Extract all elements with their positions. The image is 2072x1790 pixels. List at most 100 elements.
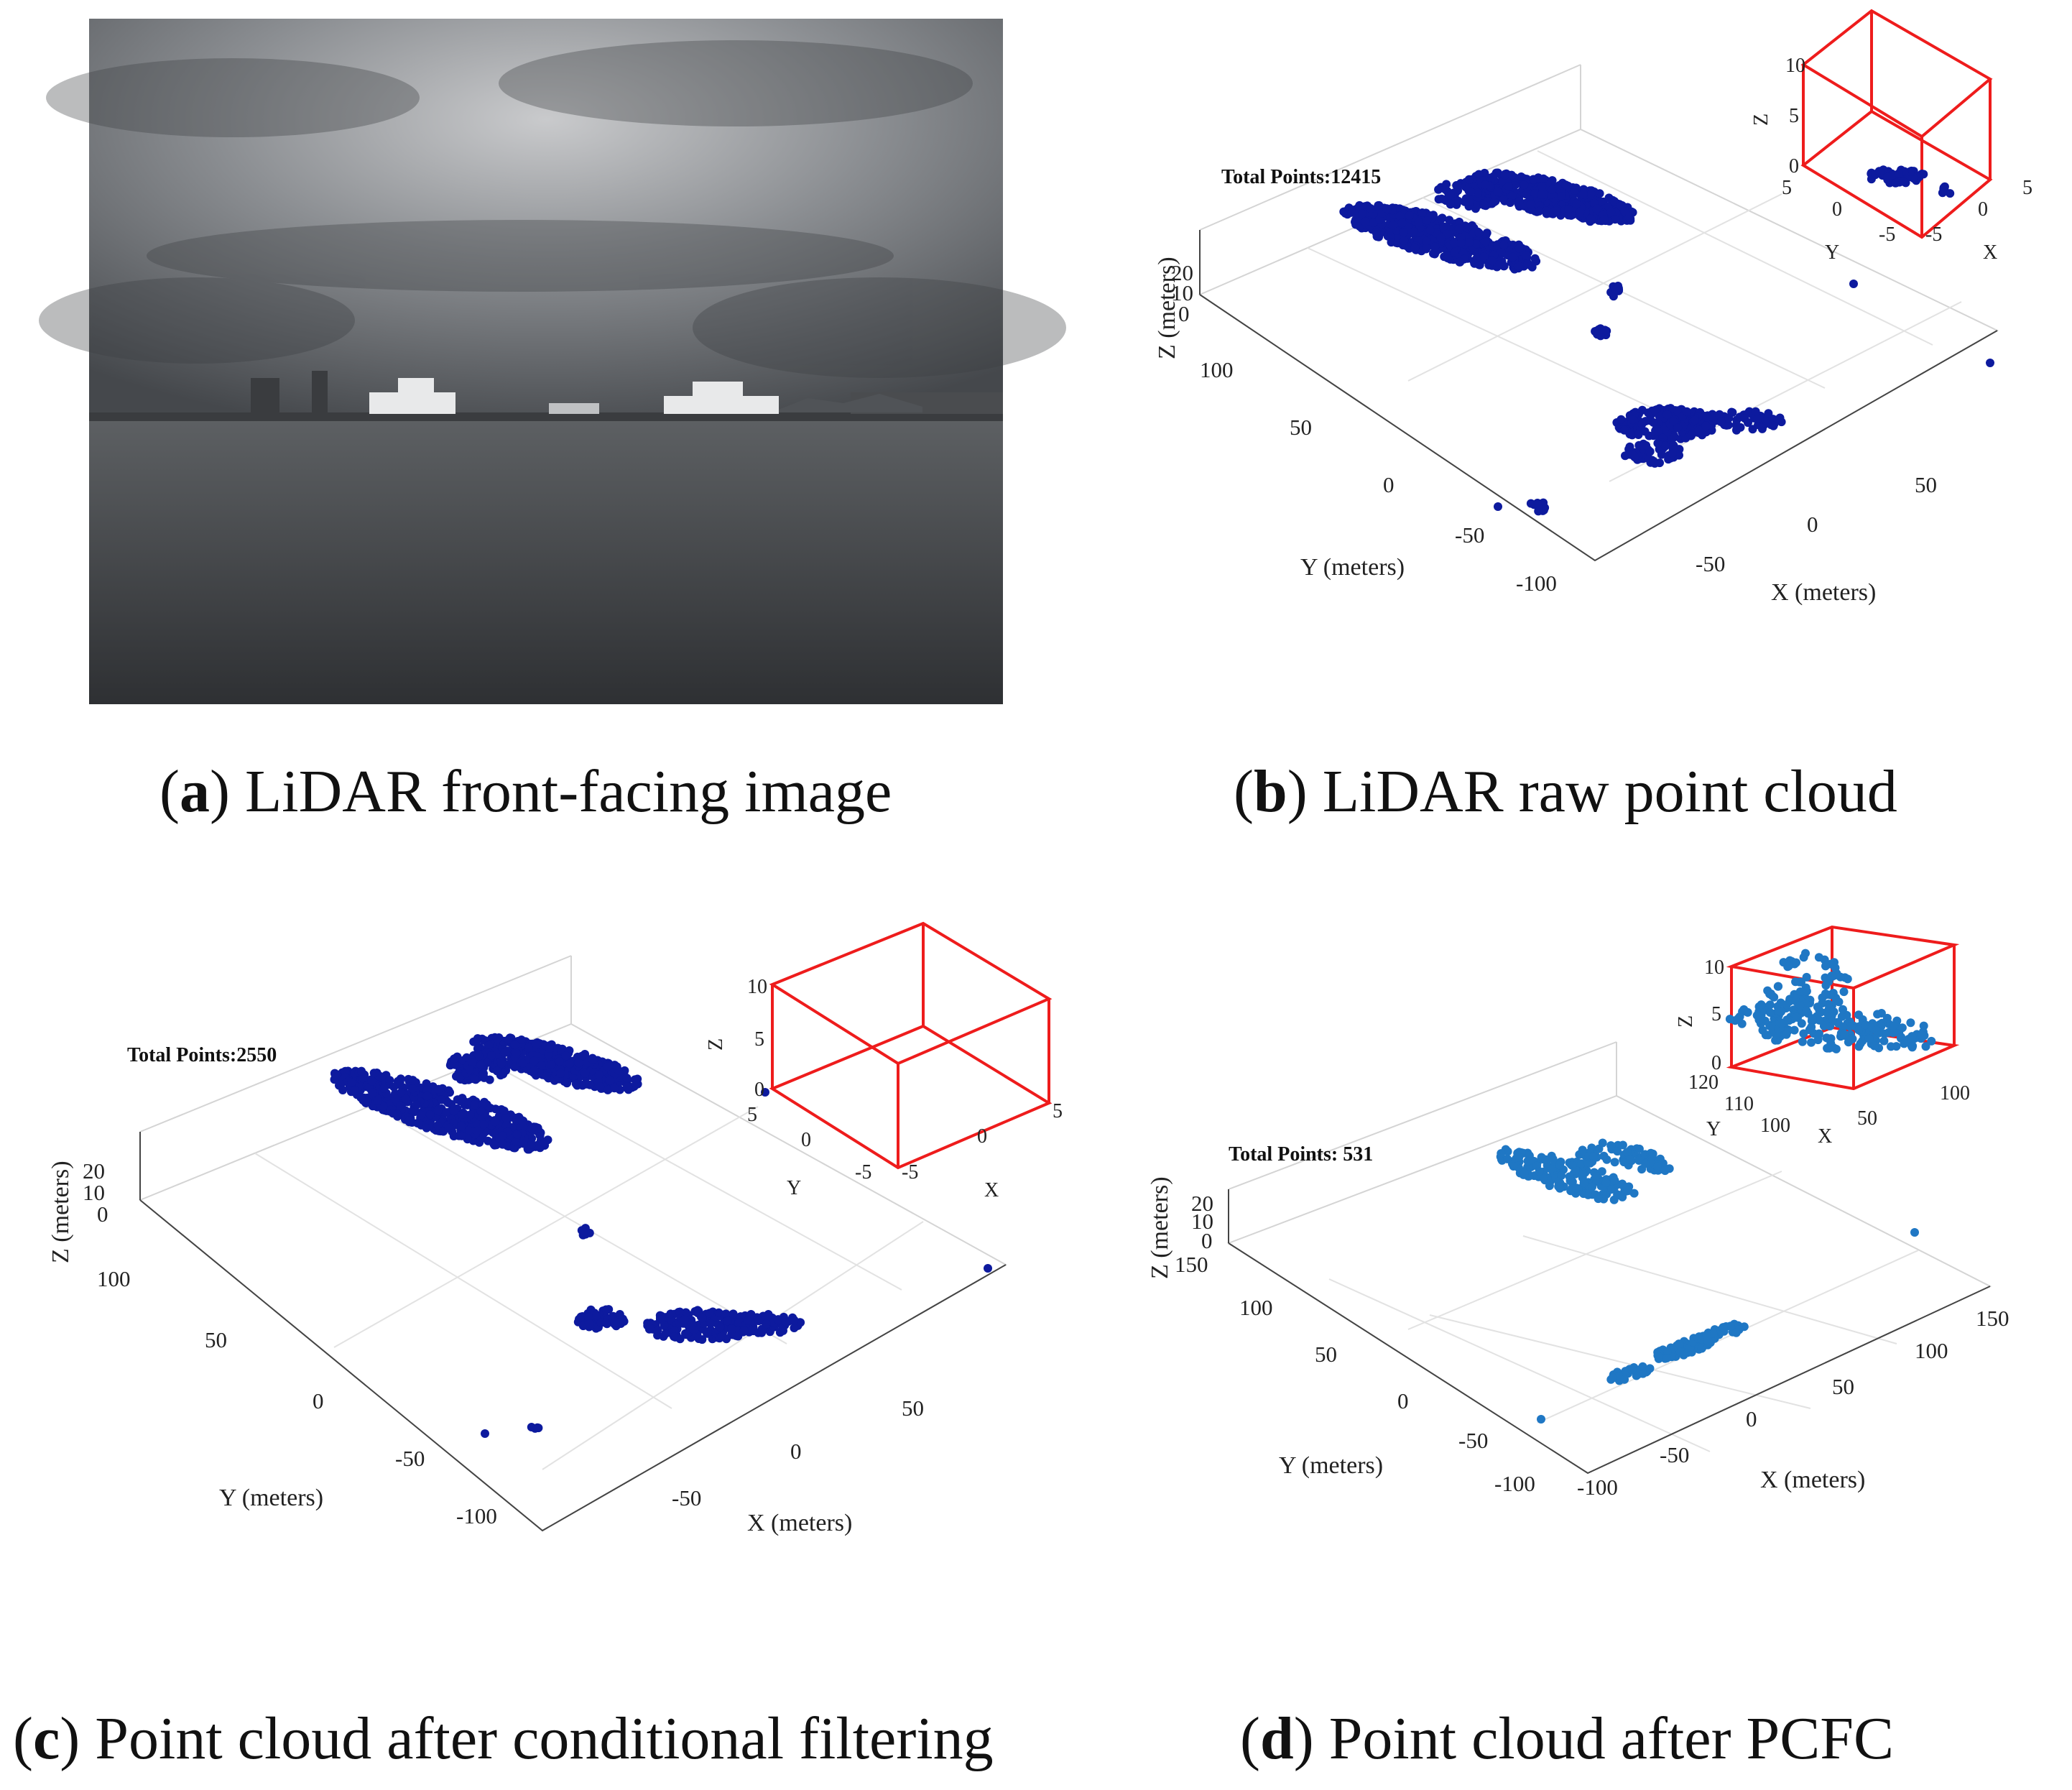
scatter-point — [347, 1078, 356, 1087]
scatter-point — [622, 1074, 632, 1083]
scatter-point — [1577, 1159, 1586, 1168]
scatter-point — [1609, 1195, 1619, 1204]
scatter-point — [984, 1264, 992, 1273]
scatter-point — [1499, 194, 1508, 203]
scatter-point — [1613, 1147, 1622, 1156]
sea-water — [89, 412, 1003, 704]
scatter-point — [1921, 1042, 1930, 1051]
scatter-point — [369, 1069, 379, 1078]
scatter-point — [694, 1334, 703, 1343]
scatter-point — [556, 1069, 565, 1078]
scatter-point — [1530, 254, 1540, 263]
svg-text:-50: -50 — [1660, 1442, 1689, 1467]
scatter-point — [1504, 182, 1513, 191]
svg-text:10: 10 — [83, 1180, 105, 1205]
scatter-point — [1765, 1000, 1775, 1010]
scatter-point — [510, 1041, 519, 1050]
scatter-point — [1873, 1010, 1882, 1019]
scatter-point — [1634, 1144, 1644, 1153]
scatter-point — [1675, 1339, 1684, 1349]
scatter-point — [1481, 180, 1490, 190]
scatter-point — [558, 1044, 567, 1053]
scatter-point — [1655, 458, 1664, 468]
scatter-point — [1679, 1350, 1688, 1360]
scatter-point — [1624, 213, 1634, 222]
scatter-point — [473, 1120, 482, 1129]
svg-text:X (meters): X (meters) — [747, 1510, 852, 1536]
scatter-point — [1578, 190, 1588, 199]
scatter-point — [1557, 192, 1566, 200]
scatter-point — [1816, 1007, 1826, 1017]
scatter-point — [1946, 189, 1955, 198]
svg-text:5: 5 — [754, 1028, 764, 1051]
scatter-point — [537, 1061, 546, 1070]
scatter-point — [1611, 215, 1620, 224]
scatter-point — [1682, 407, 1691, 416]
scatter-point — [396, 1101, 405, 1110]
svg-text:10: 10 — [1171, 280, 1193, 305]
scatter-point — [614, 1066, 623, 1075]
scatter-point — [1791, 1012, 1800, 1022]
caption-c: (c) Point cloud after conditional filter… — [13, 1705, 994, 1772]
svg-text:-5: -5 — [902, 1161, 918, 1184]
inset-points — [1867, 165, 1955, 198]
plot-grid — [1198, 64, 1999, 562]
svg-text:-100: -100 — [1577, 1475, 1618, 1500]
scatter-point — [601, 1319, 611, 1328]
scatter-point — [1662, 410, 1672, 419]
scatter-point — [1347, 208, 1356, 217]
scatter-point — [1669, 417, 1678, 426]
scatter-point — [1634, 430, 1643, 439]
scatter-point — [1752, 1011, 1762, 1020]
scatter-point — [1554, 1178, 1563, 1186]
scatter-point — [1861, 1020, 1870, 1030]
scatter-point — [1784, 961, 1793, 971]
scatter-point — [717, 1332, 726, 1341]
harbor-scene — [39, 19, 1066, 704]
scatter-point — [465, 1065, 474, 1074]
scatter-point — [1507, 191, 1517, 200]
scatter-point — [581, 1069, 590, 1078]
svg-text:5: 5 — [1782, 177, 1792, 199]
scatter-point — [1826, 1022, 1835, 1030]
scatter-point — [527, 1140, 536, 1149]
scatter-point — [1522, 190, 1531, 199]
scatter-point — [1571, 1166, 1580, 1175]
svg-text:5: 5 — [1789, 105, 1799, 127]
scatter-point — [1610, 197, 1619, 206]
scatter-point — [1690, 415, 1699, 425]
svg-text:100: 100 — [1200, 357, 1234, 382]
scatter-point — [1919, 170, 1928, 179]
scatter-point — [1807, 1038, 1816, 1047]
scatter-point — [1422, 236, 1431, 246]
scatter-point — [1588, 1182, 1596, 1191]
scatter-point — [1387, 238, 1396, 247]
scatter-point — [1694, 425, 1703, 435]
scatter-point — [1649, 417, 1658, 427]
scatter-point — [512, 1137, 521, 1146]
scatter-point — [1645, 447, 1655, 456]
scatter-point — [484, 1136, 493, 1145]
scatter-point — [1645, 1364, 1655, 1373]
scatter-point — [723, 1316, 732, 1326]
scatter-point — [1557, 1171, 1566, 1180]
scatter-point — [1500, 170, 1509, 180]
svg-text:50: 50 — [1832, 1374, 1854, 1399]
scatter-point — [1479, 252, 1489, 262]
scatter-point — [1530, 189, 1540, 198]
scatter-point — [1506, 198, 1514, 207]
scatter-point — [1836, 972, 1845, 982]
scatter-point — [479, 1069, 488, 1078]
svg-text:50: 50 — [902, 1395, 924, 1421]
scatter-point — [1927, 1036, 1936, 1046]
scatter-point — [518, 1058, 527, 1068]
scatter-point — [519, 1139, 528, 1148]
scatter-point — [645, 1324, 655, 1332]
scatter-point — [1410, 243, 1420, 252]
scatter-point — [571, 1079, 581, 1089]
svg-text:50: 50 — [1315, 1342, 1337, 1367]
scatter-point — [542, 1071, 551, 1081]
scatter-point — [408, 1084, 417, 1094]
scatter-point — [470, 1100, 479, 1109]
scatter-point — [1620, 1375, 1629, 1384]
